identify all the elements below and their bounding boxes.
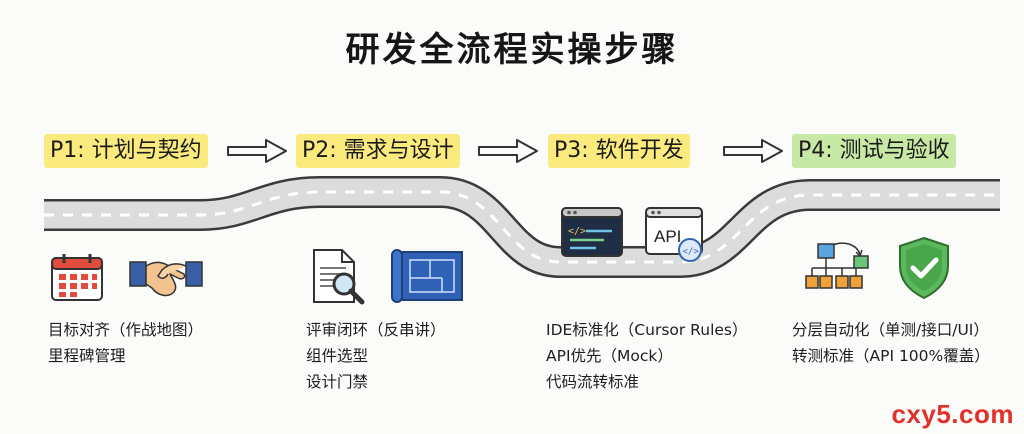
- phase-label-p4: P4: 测试与验收: [792, 134, 956, 168]
- detail-item: 设计门禁: [306, 373, 369, 391]
- blueprint-icon: [391, 249, 463, 303]
- code-window-icon: </>: [561, 207, 623, 257]
- handshake-icon: [129, 261, 203, 297]
- phase-details-p3: IDE标准化（Cursor Rules） API优先（Mock） 代码流转标准: [546, 317, 748, 395]
- shield-check-icon: [899, 236, 949, 300]
- page-title: 研发全流程实操步骤: [345, 30, 679, 70]
- code-symbol-text: </>: [568, 226, 586, 237]
- watermark-text: cxy5.com: [891, 399, 1014, 429]
- calendar-icon: [51, 254, 103, 301]
- code-symbol-text: </>: [683, 247, 700, 257]
- detail-item: 目标对齐（作战地图）: [48, 321, 204, 339]
- right-arrow-icon: [227, 139, 287, 163]
- right-arrow-icon: [478, 139, 538, 163]
- detail-item: 评审闭环（反串讲）: [306, 321, 446, 339]
- api-window-icon: API </>: [645, 207, 703, 262]
- hierarchy-icon: [805, 242, 869, 289]
- detail-item: 代码流转标准: [546, 373, 640, 391]
- right-arrow-icon: [723, 139, 783, 163]
- detail-item: 组件选型: [306, 347, 369, 365]
- phase-label-p2: P2: 需求与设计: [296, 134, 460, 168]
- detail-item: API优先（Mock）: [546, 347, 673, 365]
- phase-label-p1: P1: 计划与契约: [44, 134, 208, 168]
- winding-road: [44, 176, 1000, 278]
- detail-item: IDE标准化（Cursor Rules）: [546, 321, 748, 339]
- document-search-icon: [313, 249, 365, 305]
- phase-label-p3: P3: 软件开发: [548, 134, 690, 168]
- detail-item: 里程碑管理: [48, 347, 126, 365]
- phase-details-p2: 评审闭环（反串讲） 组件选型 设计门禁: [306, 317, 446, 395]
- phase-details-p4: 分层自动化（单测/接口/UI） 转测标准（API 100%覆盖）: [792, 317, 990, 369]
- detail-item: 分层自动化（单测/接口/UI）: [792, 321, 989, 339]
- api-label-text: API: [654, 227, 681, 246]
- phase-details-p1: 目标对齐（作战地图） 里程碑管理: [48, 317, 203, 369]
- detail-item: 转测标准（API 100%覆盖）: [792, 347, 990, 365]
